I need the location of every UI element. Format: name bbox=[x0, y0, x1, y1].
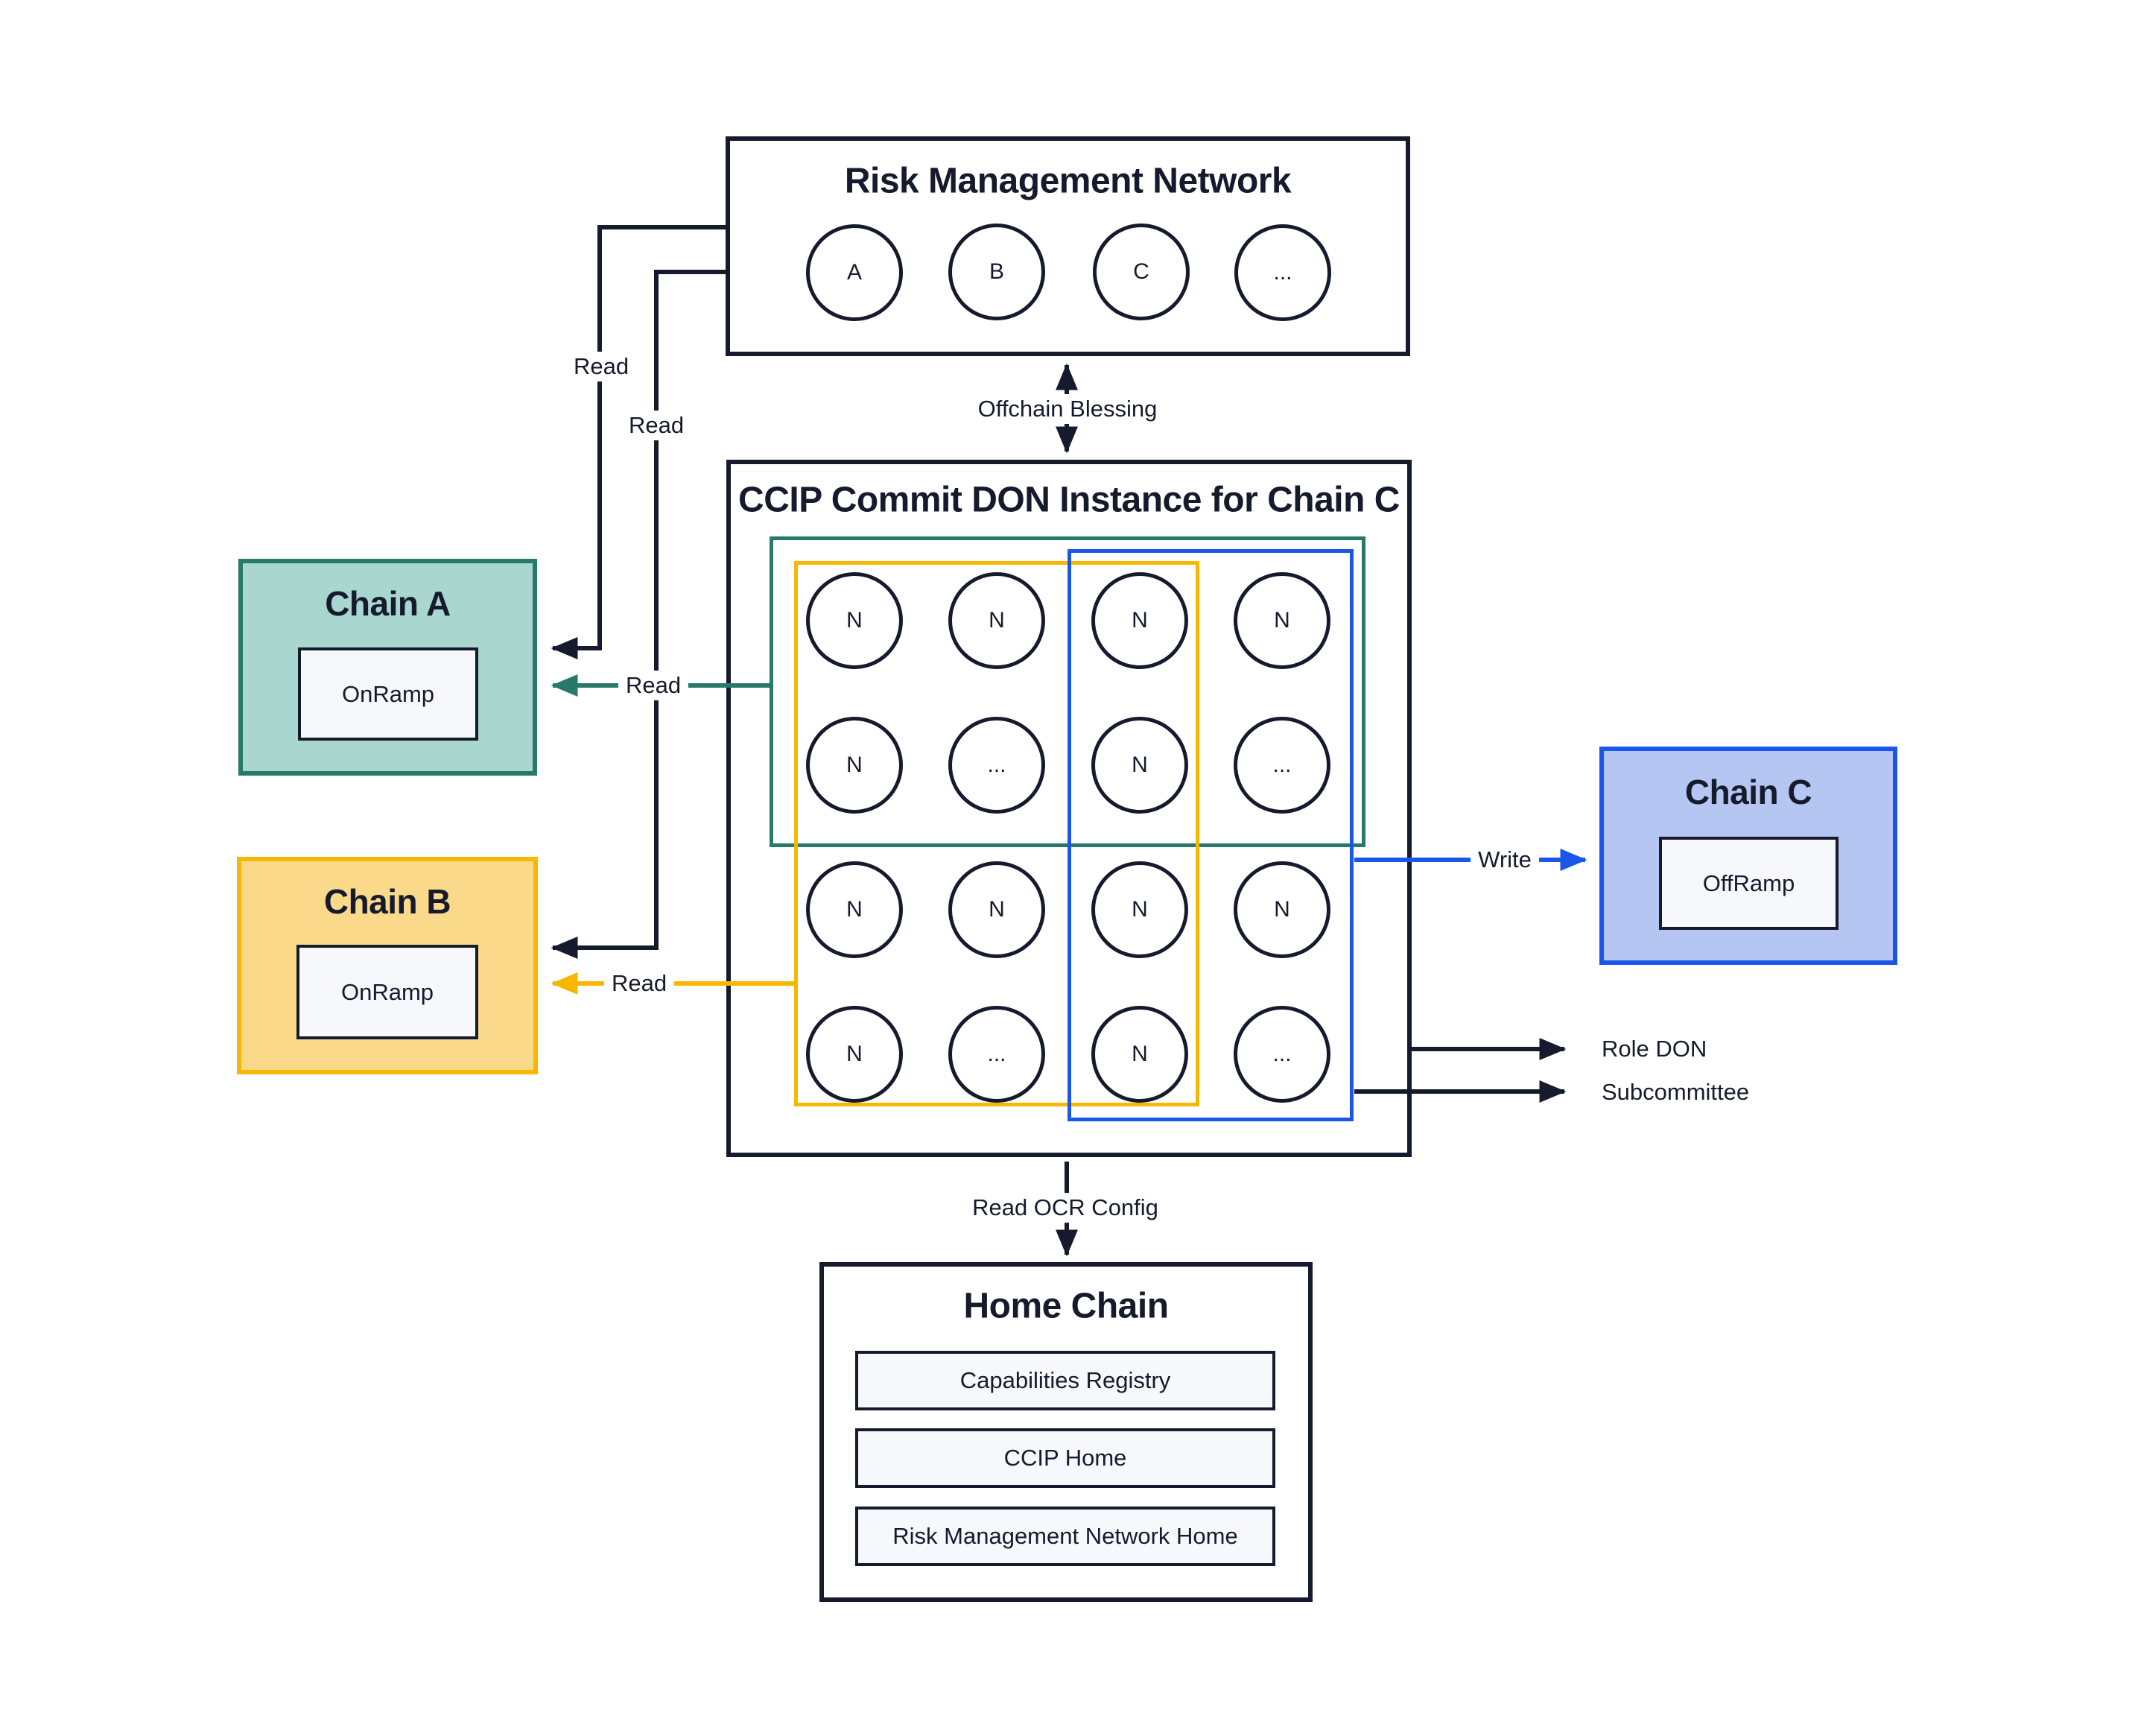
label-read-don-to-b: Read bbox=[603, 969, 675, 998]
chain-a-onramp-label: OnRamp bbox=[341, 680, 435, 707]
don-node-label: N bbox=[1132, 753, 1148, 777]
don-node-label: ... bbox=[1272, 1042, 1292, 1066]
don-node-label: ... bbox=[987, 1042, 1006, 1066]
capabilities-registry-box: Capabilities Registry bbox=[855, 1351, 1275, 1410]
label-offchain-blessing: Offchain Blessing bbox=[970, 394, 1165, 424]
don-node-label: ... bbox=[1272, 753, 1292, 777]
don-node-label: N bbox=[1274, 897, 1290, 922]
don-node: N bbox=[1234, 861, 1330, 958]
don-node: N bbox=[806, 572, 903, 669]
don-node: N bbox=[1091, 572, 1188, 669]
rmn-node-b-label: B bbox=[989, 259, 1004, 284]
don-node: N bbox=[1091, 1006, 1188, 1103]
chain-c-offramp-box: OffRamp bbox=[1659, 837, 1839, 930]
don-node: N bbox=[1234, 572, 1330, 669]
rmn-node-ellipsis: ... bbox=[1234, 224, 1331, 321]
label-role-don: Role DON bbox=[1602, 1036, 1707, 1062]
don-node: N bbox=[806, 717, 903, 814]
chain-b-onramp-label: OnRamp bbox=[340, 978, 434, 1005]
don-node: ... bbox=[948, 1006, 1045, 1103]
don-node: N bbox=[948, 572, 1045, 669]
label-subcommittee: Subcommittee bbox=[1602, 1079, 1750, 1105]
ccip-commit-don-title: CCIP Commit DON Instance for Chain C bbox=[738, 480, 1400, 520]
don-node-label: N bbox=[1132, 897, 1148, 922]
chain-c-subset-rect bbox=[1068, 549, 1354, 1121]
ccip-home-box: CCIP Home bbox=[855, 1428, 1275, 1488]
label-read-don-to-a: Read bbox=[618, 671, 689, 700]
chain-b-title: Chain B bbox=[323, 882, 451, 921]
don-node-label: N bbox=[846, 753, 863, 777]
rmn-node-a: A bbox=[806, 224, 903, 321]
chain-c-title: Chain C bbox=[1684, 773, 1812, 811]
rmn-node-ellipsis-label: ... bbox=[1273, 260, 1292, 285]
label-read-rmn-to-a: Read bbox=[565, 352, 637, 381]
don-node: ... bbox=[948, 717, 1045, 814]
rmn-node-c: C bbox=[1093, 224, 1190, 320]
don-node: N bbox=[948, 861, 1045, 958]
chain-a-onramp-box: OnRamp bbox=[298, 647, 478, 741]
home-chain-title: Home Chain bbox=[963, 1286, 1169, 1326]
label-write: Write bbox=[1471, 845, 1539, 875]
rmn-node-a-label: A bbox=[846, 260, 862, 285]
don-node-label: ... bbox=[987, 753, 1006, 777]
rmn-home-label: Risk Management Network Home bbox=[892, 1523, 1238, 1549]
don-node-label: N bbox=[989, 897, 1005, 922]
risk-management-network-title: Risk Management Network bbox=[844, 161, 1292, 201]
don-node: ... bbox=[1234, 717, 1330, 814]
chain-a-title: Chain A bbox=[325, 584, 451, 623]
don-node-label: N bbox=[846, 897, 863, 922]
don-node-label: N bbox=[1132, 608, 1148, 633]
ccip-home-label: CCIP Home bbox=[1003, 1445, 1127, 1471]
don-node: ... bbox=[1234, 1006, 1330, 1103]
don-node-label: N bbox=[1132, 1042, 1148, 1066]
don-node-label: N bbox=[846, 1042, 863, 1066]
label-read-rmn-to-b: Read bbox=[621, 411, 692, 440]
rmn-node-b: B bbox=[948, 224, 1045, 320]
don-node: N bbox=[806, 861, 903, 958]
chain-b-onramp-box: OnRamp bbox=[296, 945, 478, 1039]
capabilities-registry-label: Capabilities Registry bbox=[959, 1367, 1171, 1393]
chain-c-offramp-label: OffRamp bbox=[1702, 869, 1795, 896]
don-node-label: N bbox=[846, 608, 863, 633]
rmn-home-box: Risk Management Network Home bbox=[855, 1507, 1275, 1566]
don-node: N bbox=[806, 1006, 903, 1103]
don-node-label: N bbox=[989, 608, 1005, 633]
label-read-ocr-config: Read OCR Config bbox=[965, 1193, 1166, 1223]
don-node-label: N bbox=[1274, 608, 1290, 633]
chain-b-subset-rect bbox=[794, 561, 1199, 1106]
don-node: N bbox=[1091, 717, 1188, 814]
don-node: N bbox=[1091, 861, 1188, 958]
rmn-node-c-label: C bbox=[1133, 259, 1149, 284]
